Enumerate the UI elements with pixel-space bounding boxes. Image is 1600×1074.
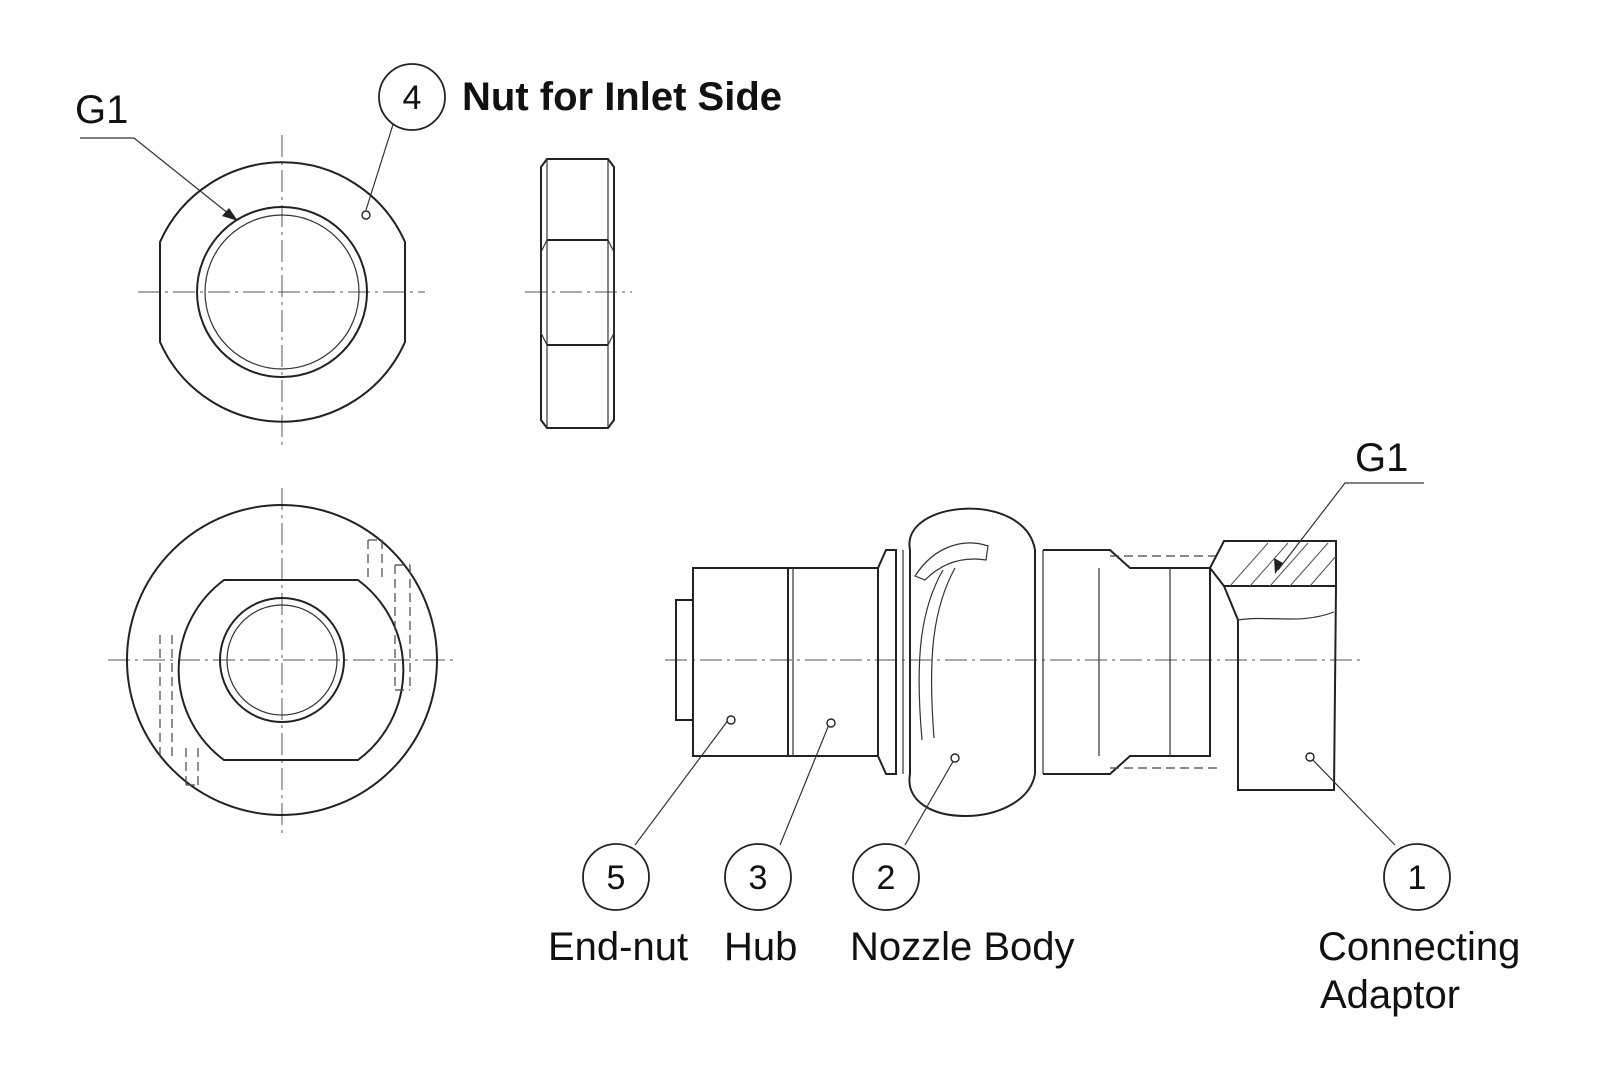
leader-lines — [80, 114, 1424, 846]
leader-dot-1 — [1305, 752, 1315, 762]
nut-side-view — [525, 158, 632, 429]
balloon-4-number: 4 — [403, 79, 422, 117]
assembly-end-view — [108, 488, 458, 838]
balloon-5-number: 5 — [607, 859, 626, 897]
nut-front-view — [138, 135, 425, 450]
balloon-2: 2 — [852, 843, 920, 911]
balloon-5: 5 — [582, 843, 650, 911]
hub-shape — [787, 549, 904, 775]
leader-dot-2 — [950, 753, 960, 763]
part-3-name: Hub — [724, 925, 797, 969]
nozzle-body-shape — [908, 507, 1044, 817]
assembly-side-view — [665, 507, 1362, 817]
balloon-1-number: 1 — [1408, 859, 1427, 897]
leader-dot-5 — [726, 715, 736, 725]
part-2-name: Nozzle Body — [850, 925, 1075, 969]
arrowhead-g1-adaptor — [1274, 558, 1283, 574]
part-1-name-line1: Connecting — [1318, 925, 1520, 969]
body-transition-shape — [1043, 549, 1220, 775]
nut-title: Nut for Inlet Side — [462, 75, 782, 119]
leader-dot-3 — [826, 718, 836, 728]
part-5-name: End-nut — [548, 925, 688, 969]
connecting-adaptor-shape — [1208, 540, 1337, 791]
arrowhead-g1-nut — [222, 208, 238, 221]
thread-label-nut: G1 — [75, 88, 128, 132]
end-nut-shape — [675, 567, 789, 757]
leader-dot-4 — [361, 210, 371, 220]
balloon-3-number: 3 — [749, 859, 768, 897]
part-1-name-line2: Adaptor — [1320, 973, 1460, 1017]
balloon-2-number: 2 — [877, 859, 896, 897]
thread-label-adaptor: G1 — [1355, 436, 1408, 480]
balloon-1: 1 — [1383, 843, 1451, 911]
balloon-3: 3 — [724, 843, 792, 911]
balloon-4: 4 — [378, 63, 446, 131]
